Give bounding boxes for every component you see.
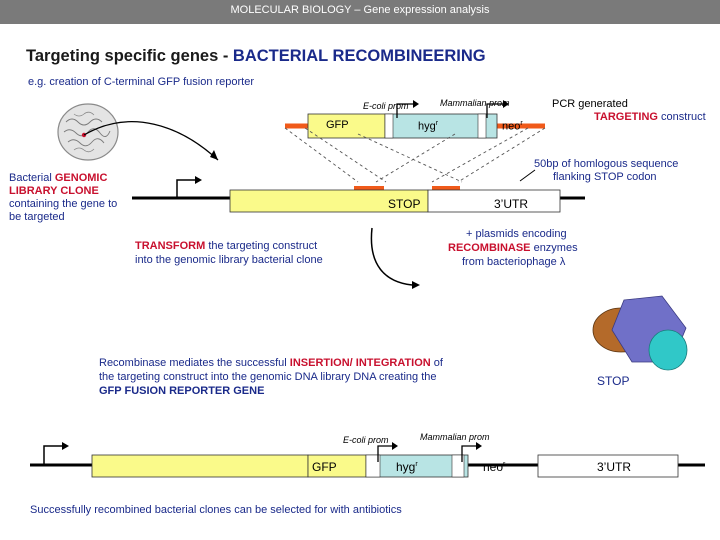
- recombinase-line1: Recombinase mediates the successful INSE…: [99, 357, 443, 369]
- slide-title: Targeting specific genes - BACTERIAL REC…: [26, 47, 486, 66]
- result-mammalian-prom-label: Mammalian prom: [420, 432, 490, 442]
- slide-subtitle: e.g. creation of C-terminal GFP fusion r…: [28, 76, 255, 88]
- genomic-gene: [132, 176, 585, 213]
- footer-note: Successfully recombined bacterial clones…: [30, 504, 402, 516]
- recombinase-line2: the targeting construct into the genomic…: [99, 371, 437, 383]
- library-label: Bacterial GENOMIC LIBRARY CLONE containi…: [9, 172, 118, 223]
- gene-stop-label: STOP: [388, 197, 421, 211]
- result-gene: [30, 442, 705, 478]
- slide-title-prefix: Targeting specific genes -: [26, 47, 233, 65]
- gene-utr-box: [427, 189, 561, 213]
- recombinase-enzymes: [592, 295, 688, 371]
- result-mammalian-promoter-arrow: [461, 445, 476, 462]
- result-gfp-label: GFP: [312, 460, 337, 474]
- construct-mammalian-prom-label: Mammalian prom: [440, 98, 510, 108]
- recombinase-line3: GFP FUSION REPORTER GENE: [99, 385, 265, 397]
- header-bar: MOLECULAR BIOLOGY – Gene expression anal…: [0, 0, 720, 24]
- result-utr-box: [537, 454, 679, 478]
- targeting-construct: [285, 100, 545, 139]
- plasmid-line2: RECOMBINASE enzymes: [448, 242, 578, 254]
- result-gene-promoter-arrow: [43, 445, 62, 465]
- homology-note-line1: 50bp of homlogous sequence: [534, 158, 679, 170]
- construct-gfp-label: GFP: [326, 119, 349, 131]
- result-utr-label: 3’UTR: [597, 460, 632, 474]
- result-ecoli-promoter-arrow: [377, 445, 392, 462]
- result-ecoli-prom-label: E-coli prom: [343, 435, 389, 445]
- transform-line1: TRANSFORM the targeting construct: [135, 240, 318, 252]
- result-stop-label: STOP: [597, 374, 630, 388]
- construct-mammalian-promoter-arrow: [486, 103, 503, 118]
- pcr-label-line1: PCR generated: [552, 98, 628, 110]
- result-hyg-label: hygr: [396, 460, 418, 474]
- bacterium-cell: [57, 103, 119, 161]
- slide-title-accent: BACTERIAL RECOMBINEERING: [232, 47, 486, 65]
- construct-neo-label: neor: [502, 120, 523, 133]
- recombination-down-arrow: [370, 227, 413, 286]
- plasmid-line1: + plasmids encoding: [466, 228, 567, 240]
- header-bar-text: MOLECULAR BIOLOGY – Gene expression anal…: [230, 4, 490, 16]
- transform-line2: into the genomic library bacterial clone: [135, 254, 323, 266]
- homology-note-line2: flanking STOP codon: [553, 171, 657, 183]
- construct-ecoli-prom-label: E-coli prom: [363, 101, 409, 111]
- result-left-yellow: [91, 454, 309, 478]
- enzyme-teal: [648, 329, 688, 371]
- gene-promoter-arrow: [176, 179, 195, 198]
- construct-gfp-box: [307, 113, 386, 139]
- result-neo-label: neor: [483, 460, 506, 474]
- homology-alignment-lines: [284, 127, 546, 183]
- pcr-label-line2: TARGETING construct: [594, 111, 706, 123]
- plasmid-line3: from bacteriophage λ: [462, 256, 566, 268]
- construct-hyg-label: hygr: [418, 120, 439, 133]
- gene-utr-label: 3’UTR: [494, 197, 529, 211]
- construct-ecoli-promoter-arrow: [396, 103, 413, 118]
- bacterium-to-gene-arrow: [83, 121, 219, 161]
